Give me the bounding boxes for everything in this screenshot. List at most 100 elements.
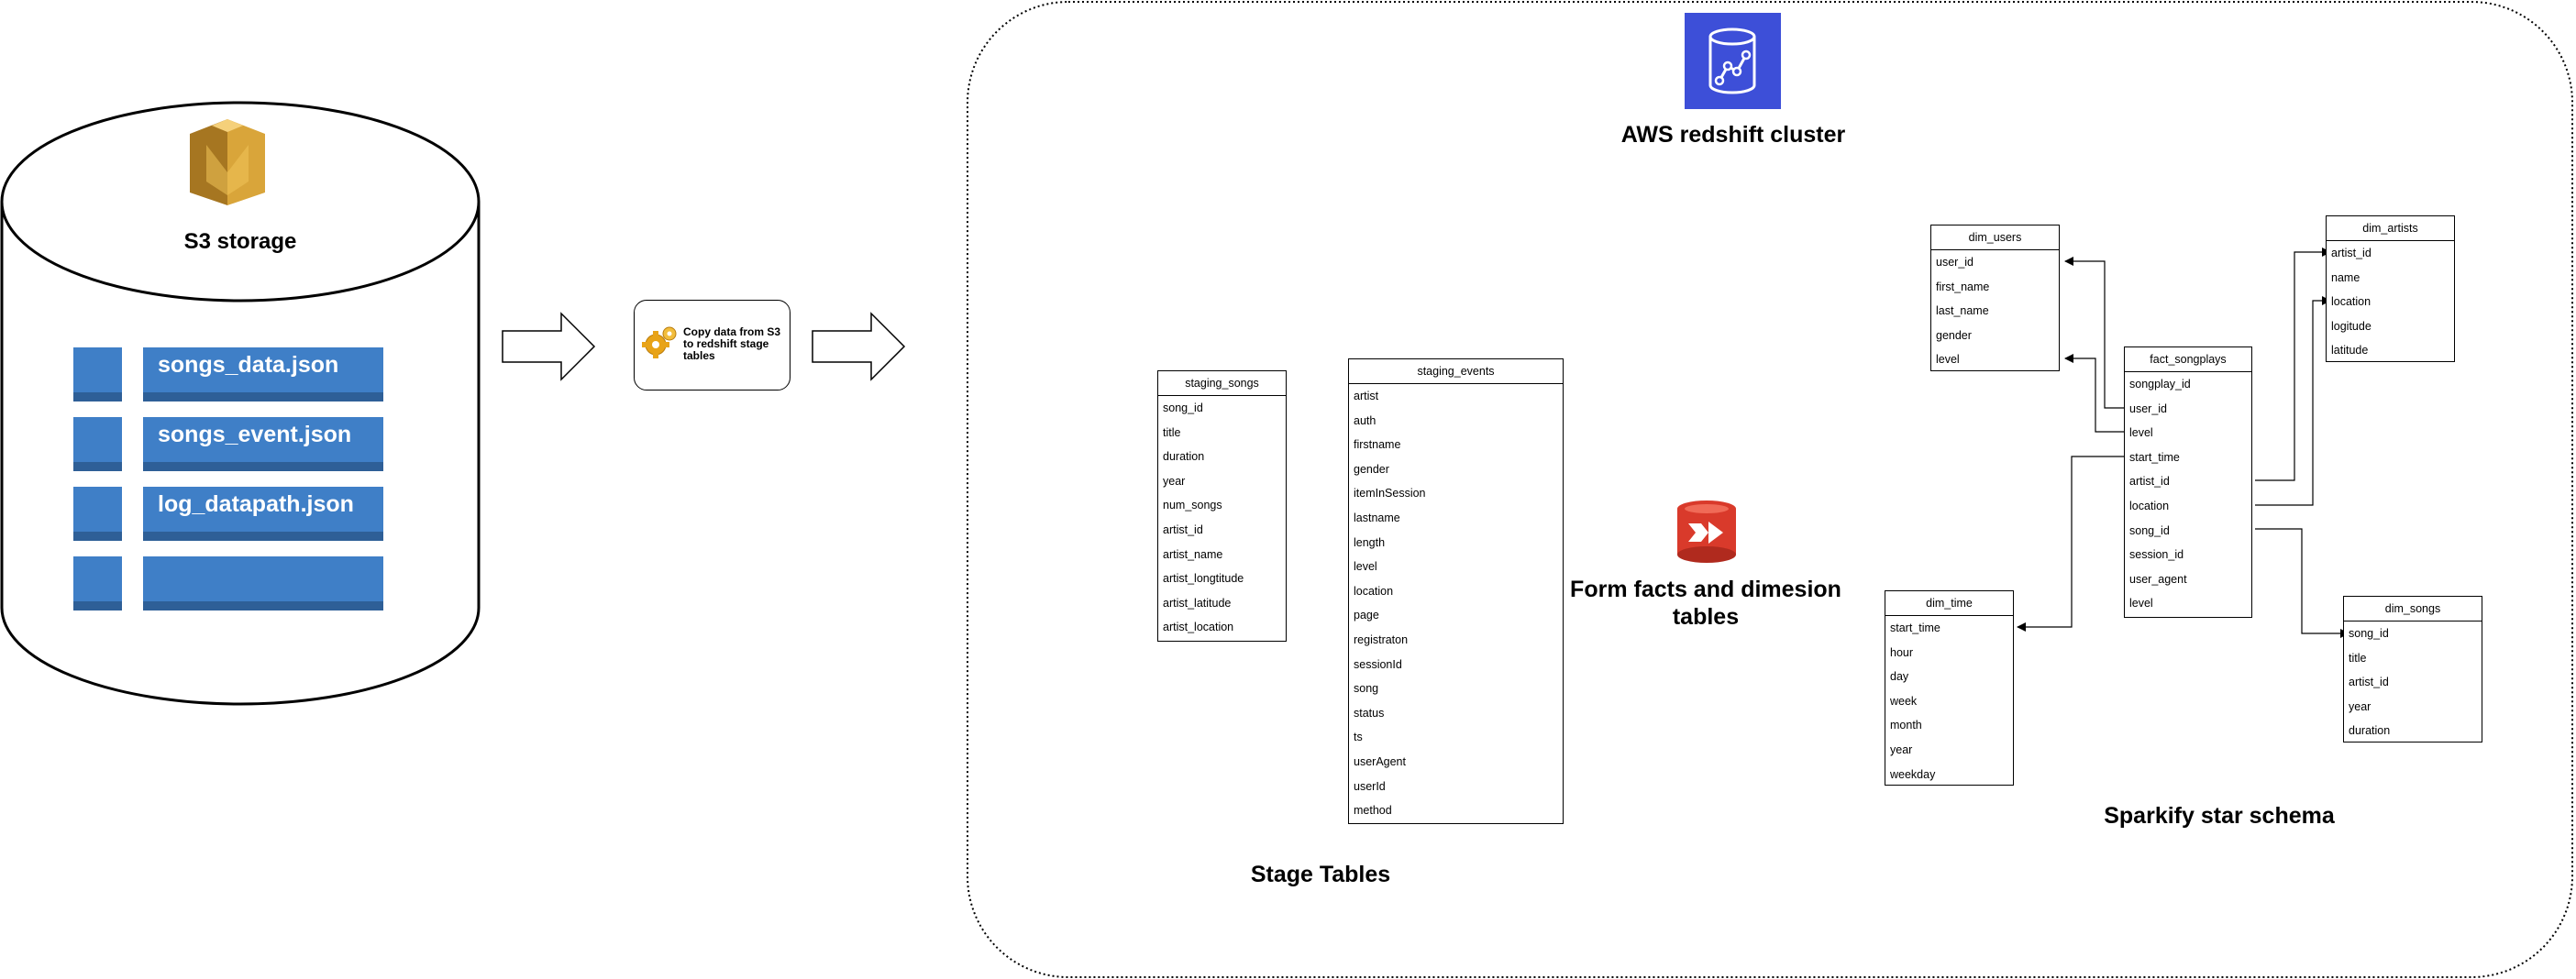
dim-time-table: dim_time start_time hour day week month … xyxy=(1885,590,2014,786)
redshift-cluster-boundary xyxy=(967,1,2573,978)
transform-icon xyxy=(1675,500,1738,564)
table-column: start_time xyxy=(2129,450,2180,464)
table-column: num_songs xyxy=(1163,499,1222,512)
table-column: status xyxy=(1354,706,1385,720)
fact-songplays-table: fact_songplays songplay_id user_id level… xyxy=(2124,346,2252,618)
connector-artist-id xyxy=(2255,248,2331,481)
table-column: firstname xyxy=(1354,438,1401,452)
table-column: title xyxy=(2349,651,2367,665)
table-column: level xyxy=(2129,597,2153,610)
table-column: session_id xyxy=(2129,548,2184,562)
table-column: songplay_id xyxy=(2129,378,2191,390)
table-column: lastname xyxy=(1354,511,1400,524)
table-column: level xyxy=(1936,353,1960,367)
table-column: week xyxy=(1890,694,1918,708)
table-column: start_time xyxy=(1890,622,1940,634)
table-column: weekday xyxy=(1890,767,1936,781)
table-column: song_id xyxy=(2349,627,2389,640)
file-marker xyxy=(73,556,122,610)
flow-arrow-s3-to-copy xyxy=(502,312,596,381)
file-marker xyxy=(73,417,122,471)
redshift-cluster-title: AWS redshift cluster xyxy=(1620,122,1846,148)
table-column: hour xyxy=(1890,645,1914,659)
gear-icon xyxy=(641,324,680,362)
table-header: dim_artists xyxy=(2327,216,2454,241)
transform-label: Form facts and dimesion tables xyxy=(1570,577,1841,630)
table-column: name xyxy=(2331,270,2360,284)
table-column: userId xyxy=(1354,779,1386,793)
table-column: duration xyxy=(2349,724,2391,738)
redshift-icon xyxy=(1685,13,1781,109)
staging-songs-table: staging_songs song_id title duration yea… xyxy=(1157,370,1287,642)
file-row: songs_data.json xyxy=(143,347,383,402)
dim-users-table: dim_users user_id first_name last_name g… xyxy=(1930,225,2060,371)
connector-level xyxy=(2064,354,2128,433)
file-name: songs_data.json xyxy=(158,352,339,378)
staging-events-table: staging_events artist auth firstname gen… xyxy=(1348,358,1564,824)
table-column: length xyxy=(1354,535,1386,549)
connector-location xyxy=(2255,296,2331,506)
table-column: gender xyxy=(1936,328,1972,342)
table-column: song_id xyxy=(2129,523,2170,537)
table-header: staging_songs xyxy=(1158,371,1286,396)
table-column: year xyxy=(2349,699,2371,713)
table-column: auth xyxy=(1354,413,1376,427)
table-column: month xyxy=(1890,719,1922,732)
table-column: artist_longtitude xyxy=(1163,572,1244,586)
table-column: location xyxy=(2331,295,2371,309)
table-column: gender xyxy=(1354,462,1389,476)
table-column: artist_id xyxy=(2349,676,2389,689)
table-header: dim_songs xyxy=(2344,597,2482,622)
table-column: year xyxy=(1163,474,1186,488)
table-column: itemInSession xyxy=(1354,487,1426,500)
table-column: year xyxy=(1890,742,1913,756)
connector-user-id xyxy=(2064,257,2128,409)
file-name: log_datapath.json xyxy=(158,491,354,517)
table-column: artist_id xyxy=(1163,522,1203,536)
table-column: title xyxy=(1163,425,1181,439)
s3-storage-title: S3 storage xyxy=(183,229,297,254)
table-column: user_id xyxy=(1936,256,1973,269)
file-marker xyxy=(73,347,122,402)
table-column: location xyxy=(1354,584,1394,598)
copy-step-label: Copy data from S3 to redshift stage tabl… xyxy=(683,325,781,362)
file-marker xyxy=(73,487,122,541)
table-header: fact_songplays xyxy=(2125,347,2251,372)
table-column: day xyxy=(1890,670,1909,684)
file-row: songs_event.json xyxy=(143,417,383,471)
table-column: user_id xyxy=(2129,402,2167,415)
table-column: logitude xyxy=(2331,319,2371,333)
table-column: page xyxy=(1354,609,1379,622)
table-column: last_name xyxy=(1936,304,1989,318)
table-column: userAgent xyxy=(1354,754,1406,768)
table-column: duration xyxy=(1163,450,1205,464)
table-column: song xyxy=(1354,682,1379,696)
table-header: dim_time xyxy=(1885,591,2013,616)
table-column: user_agent xyxy=(2129,572,2187,586)
table-column: artist_id xyxy=(2331,247,2371,259)
file-row: log_datapath.json xyxy=(143,487,383,541)
table-column: first_name xyxy=(1936,280,1990,293)
connector-song-id xyxy=(2255,528,2349,638)
table-header: dim_users xyxy=(1931,226,2059,250)
file-name: songs_event.json xyxy=(158,422,352,447)
table-column: level xyxy=(2129,426,2153,440)
table-column: ts xyxy=(1354,731,1363,744)
table-column: song_id xyxy=(1163,402,1203,414)
table-column: location xyxy=(2129,499,2170,512)
table-column: method xyxy=(1354,804,1392,818)
connector-start-time xyxy=(2017,456,2128,632)
dim-artists-table: dim_artists artist_id name location logi… xyxy=(2326,215,2455,362)
table-column: sessionId xyxy=(1354,657,1402,671)
table-column: artist_latitude xyxy=(1163,596,1232,610)
table-column: artist_name xyxy=(1163,547,1223,561)
table-column: registraton xyxy=(1354,632,1409,646)
flow-arrow-copy-to-redshift xyxy=(812,312,906,381)
table-column: artist_id xyxy=(2129,475,2170,489)
file-row xyxy=(143,556,383,610)
table-header: staging_events xyxy=(1349,359,1563,384)
stage-tables-title: Stage Tables xyxy=(1250,862,1391,887)
table-column: latitude xyxy=(2331,344,2369,358)
dim-songs-table: dim_songs song_id title artist_id year d… xyxy=(2343,596,2482,742)
star-schema-title: Sparkify star schema xyxy=(2104,803,2335,829)
